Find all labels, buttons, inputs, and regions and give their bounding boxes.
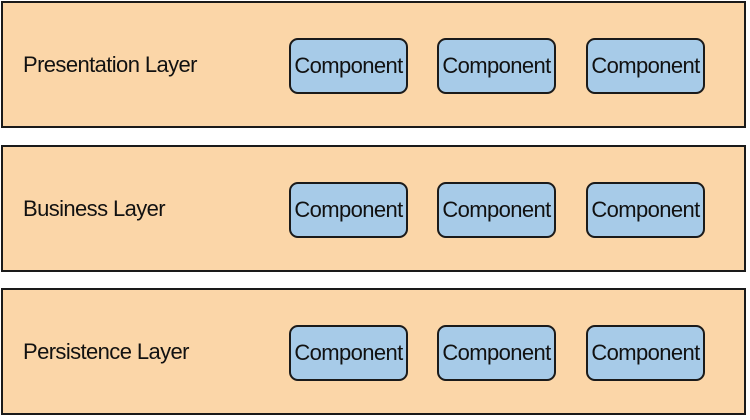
layer-label: Presentation Layer (23, 51, 197, 77)
component-box: Component (289, 38, 408, 94)
component-box: Component (586, 325, 705, 381)
component-box: Component (289, 325, 408, 381)
layer-label: Business Layer (23, 195, 166, 221)
component-box: Component (289, 182, 408, 238)
component-box: Component (586, 38, 705, 94)
component-box: Component (586, 182, 705, 238)
business-layer: Business Layer Component Component Compo… (1, 145, 746, 272)
component-box: Component (437, 182, 556, 238)
presentation-layer: Presentation Layer Component Component C… (1, 1, 746, 128)
persistence-layer: Persistence Layer Component Component Co… (1, 288, 746, 415)
component-box: Component (437, 325, 556, 381)
component-box: Component (437, 38, 556, 94)
layer-label: Persistence Layer (23, 338, 189, 364)
